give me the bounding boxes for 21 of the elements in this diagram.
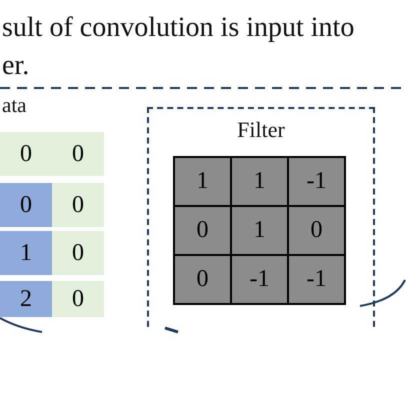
table-title: ata	[2, 93, 26, 118]
filter-cell: -1	[287, 254, 346, 305]
table-cell: 0	[52, 132, 104, 176]
table-cell: 1	[0, 231, 52, 275]
table-cell: 0	[0, 132, 52, 176]
filter-cell: -1	[287, 156, 346, 207]
filter-cell: 1	[173, 156, 232, 207]
panel-title: Filter	[236, 117, 286, 143]
filter-cell: 0	[173, 254, 232, 305]
filter-cell: -1	[230, 254, 289, 305]
table-cell: 0	[0, 183, 52, 227]
table-cell: 2	[0, 281, 52, 317]
filter-cell: 0	[287, 205, 346, 256]
table-cell: 0	[52, 281, 104, 317]
table-cell: 0	[52, 231, 104, 275]
caption-text: sult of convolution is input into	[2, 12, 354, 44]
filter-cell: 0	[173, 205, 232, 256]
caption-text: er.	[2, 50, 30, 82]
filter-cell: 1	[230, 156, 289, 207]
filter-cell: 1	[230, 205, 289, 256]
table-cell: 0	[52, 183, 104, 227]
